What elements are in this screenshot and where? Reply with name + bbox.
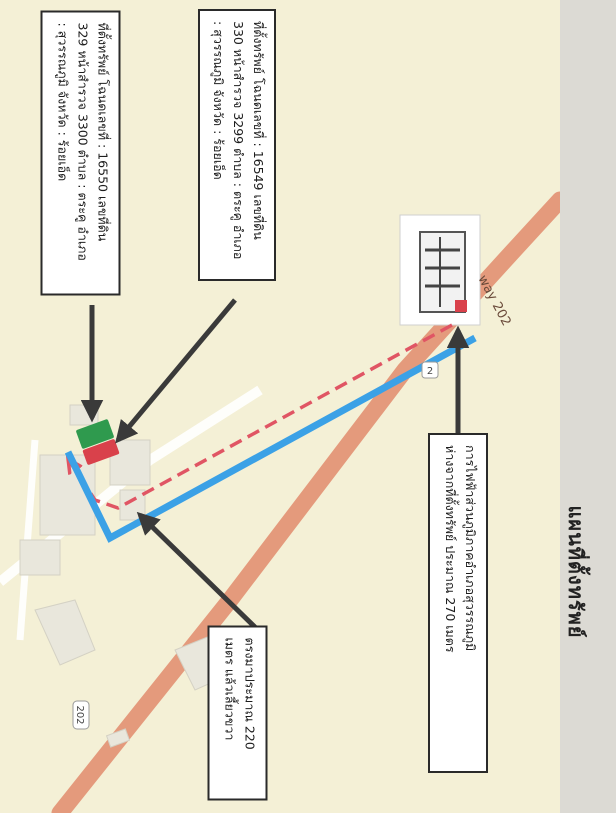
map-title: แผนที่ตั้งทรัพย์ xyxy=(564,505,588,639)
shield-upper-text: 2 xyxy=(427,366,433,377)
callout-plot-16550: ที่ตั้งทรัพย์ โฉนดเลขที่ : 16550 เลขที่ด… xyxy=(40,10,121,296)
callout-line: 329 หน้าสำรวจ 3300 ตำบล : ตระคู อำเภอ xyxy=(75,22,91,261)
callout-line: : สุวรรณภูมิ จังหวัด : ร้อยเอ็ด xyxy=(55,22,71,182)
callout-line: ที่ตั้งทรัพย์ โฉนดเลขที่ : 16550 เลขที่ด… xyxy=(95,22,111,242)
callout-line: : สุวรรณภูมิ จังหวัด : ร้อยเอ็ด xyxy=(211,21,226,180)
callout-line: ห่างจากที่ตั้งทรัพย์ ประมาณ 270 เมตร xyxy=(443,445,458,653)
callout-line: การไฟฟ้าส่วนภูมิภาคอำเภอสุวรรณภูมิ xyxy=(463,445,478,652)
building-icon xyxy=(399,214,481,326)
page-margin xyxy=(560,0,616,813)
plot-16550-green xyxy=(76,419,114,449)
map-canvas[interactable]: 2 202 way 202 ที่ตั้งทรัพย์ โฉนดเลขที่ :… xyxy=(0,0,560,813)
callout-line: เมตร แล้วเลี้ยวขวา xyxy=(222,637,238,741)
map-graphics: 2 202 way 202 xyxy=(0,191,560,813)
shield-lower-text: 202 xyxy=(74,705,85,724)
callout-straight-segment: ตรงมาประมาณ 220 เมตร แล้วเลี้ยวขวา xyxy=(207,625,268,801)
route-blue xyxy=(64,334,477,543)
route-shield-upper: 2 xyxy=(421,361,439,379)
callout-route-directions: การไฟฟ้าส่วนภูมิภาคอำเภอสุวรรณภูมิ ห่างจ… xyxy=(428,433,488,773)
highway-202 xyxy=(51,191,560,813)
callout-arrow-icon xyxy=(80,298,470,634)
route-shield-lower: 202 xyxy=(72,700,90,730)
plot-16549-red xyxy=(82,439,120,465)
callout-line: ตรงมาประมาณ 220 xyxy=(242,637,258,750)
callout-line: 330 หน้าสำรวจ 3299 ตำบล : ตระคู อำเภอ xyxy=(231,21,246,260)
callout-line: ที่ตั้งทรัพย์ โฉนดเลขที่ : 16549 เลขที่ด… xyxy=(251,21,266,240)
callout-plot-16549: ที่ตั้งทรัพย์ โฉนดเลขที่ : 16549 เลขที่ด… xyxy=(198,9,276,281)
